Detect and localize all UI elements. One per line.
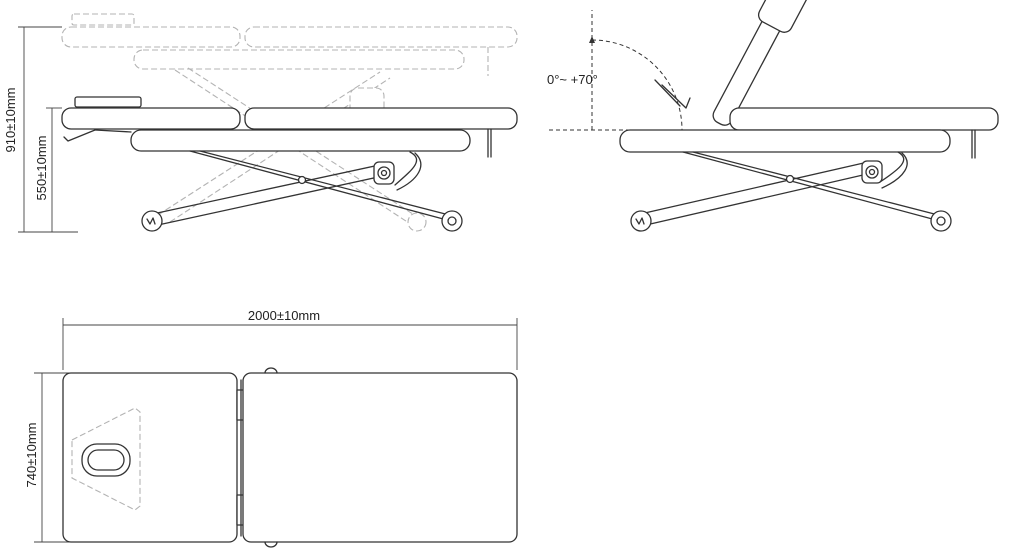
handle-icon [264, 541, 278, 548]
dimension-910: 910±10mm [3, 26, 78, 233]
side-view-lowered: 910±10mm 550±10mm [3, 13, 518, 233]
angle-arc [591, 39, 683, 131]
dimension-2000: 2000±10mm [62, 308, 518, 370]
width-label: 740±10mm [24, 423, 39, 488]
top-view: 2000±10mm 740±10mm [24, 308, 518, 548]
wheel-icon [441, 210, 463, 232]
height-910-label: 910±10mm [3, 88, 18, 153]
length-label: 2000±10mm [248, 308, 320, 323]
face-hole [81, 443, 131, 477]
pivot-icon [785, 174, 795, 184]
base-frame-right [619, 129, 951, 153]
head-section-top [62, 372, 238, 543]
side-view-tilted: 0°~ +70° [547, 0, 999, 232]
angle-label: 0°~ +70° [547, 72, 598, 87]
body-section-right [729, 107, 999, 131]
pivot-icon [297, 175, 307, 185]
backrest-tilted [712, 0, 813, 126]
height-550-label: 550±10mm [34, 136, 49, 201]
body-section [244, 107, 518, 130]
body-section-top [242, 372, 518, 543]
head-section [61, 107, 241, 130]
wheel-icon [930, 210, 952, 232]
handle-icon [264, 367, 278, 374]
arrow-up-icon [589, 36, 595, 43]
side-table-lowered [61, 96, 518, 232]
base-frame [130, 129, 471, 152]
dimension-550: 550±10mm [34, 107, 62, 232]
face-cradle-outline [71, 407, 141, 511]
dimension-740: 740±10mm [24, 372, 70, 543]
head-cushion [74, 96, 142, 108]
